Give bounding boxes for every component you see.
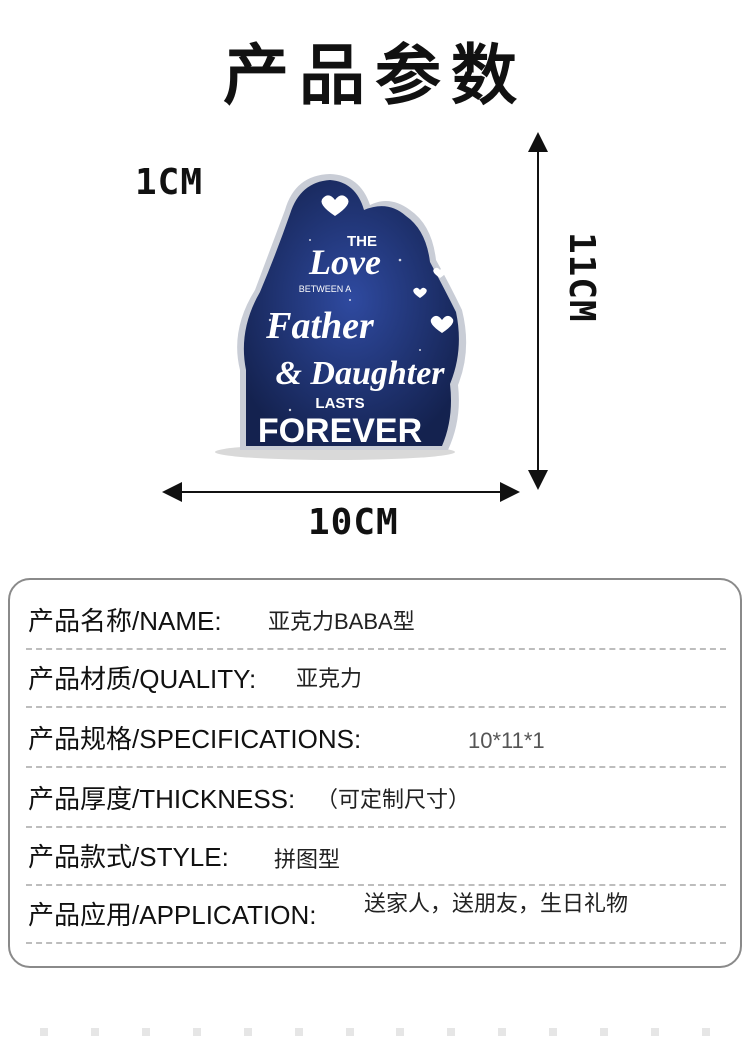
- product-text-father: Father: [265, 305, 375, 347]
- heart-icon: [321, 195, 349, 216]
- product-text-daughter: & Daughter: [275, 355, 445, 392]
- arrow-right-icon: [500, 482, 520, 502]
- spec-label: 产品规格/SPECIFICATIONS:: [28, 724, 362, 754]
- spec-row-name: 产品名称/NAME: 亚克力BABA型: [26, 590, 726, 650]
- heart-icon: [430, 315, 454, 333]
- stars: [268, 239, 442, 421]
- depth-label: 1CM: [135, 162, 204, 203]
- spec-row-application: 产品应用/APPLICATION: 送家人，送朋友，生日礼物: [26, 880, 726, 944]
- product-image: THE Love BETWEEN A Father & Daughter LAS…: [215, 174, 467, 460]
- spec-value: 拼图型: [274, 847, 341, 872]
- product-text-the: THE: [347, 233, 377, 250]
- spec-row-style: 产品款式/STYLE: 拼图型: [26, 826, 726, 886]
- page-title: 产品参数: [223, 37, 527, 114]
- arrow-left-icon: [162, 482, 182, 502]
- decorative-dots: [40, 1028, 710, 1038]
- product-text-lasts: LASTS: [315, 395, 364, 412]
- spec-label: 产品名称/NAME:: [28, 606, 222, 636]
- spec-label: 产品材质/QUALITY:: [28, 664, 257, 694]
- heart-icon: [413, 287, 427, 298]
- spec-label: 产品厚度/THICKNESS:: [28, 784, 296, 814]
- spec-row-specifications: 产品规格/SPECIFICATIONS: 10*11*1: [26, 708, 726, 768]
- spec-row-quality: 产品材质/QUALITY: 亚克力: [26, 648, 726, 708]
- arrow-down-icon: [528, 470, 548, 490]
- product-text-forever: FOREVER: [258, 412, 422, 450]
- spec-table: 产品名称/NAME: 亚克力BABA型 产品材质/QUALITY: 亚克力 产品…: [8, 578, 742, 968]
- spec-row-thickness: 产品厚度/THICKNESS: （可定制尺寸）: [26, 768, 726, 828]
- spec-value: 亚克力BABA型: [268, 609, 415, 634]
- product-text-between: BETWEEN A: [299, 284, 352, 294]
- spec-label: 产品款式/STYLE:: [28, 842, 229, 872]
- heart-icon: [433, 267, 447, 278]
- silhouette-shape: [243, 180, 459, 446]
- spec-value: 亚克力: [296, 666, 363, 691]
- width-label: 10CM: [308, 502, 399, 543]
- spec-value: 送家人，送朋友，生日礼物: [364, 891, 629, 916]
- heart-icons: [321, 195, 454, 333]
- spec-value: （可定制尺寸）: [316, 787, 471, 812]
- dimension-arrows: [162, 132, 548, 502]
- spec-value: 10*11*1: [468, 728, 545, 753]
- arrow-up-icon: [528, 132, 548, 152]
- product-text-love: Love: [308, 242, 381, 282]
- spec-label: 产品应用/APPLICATION:: [28, 900, 317, 930]
